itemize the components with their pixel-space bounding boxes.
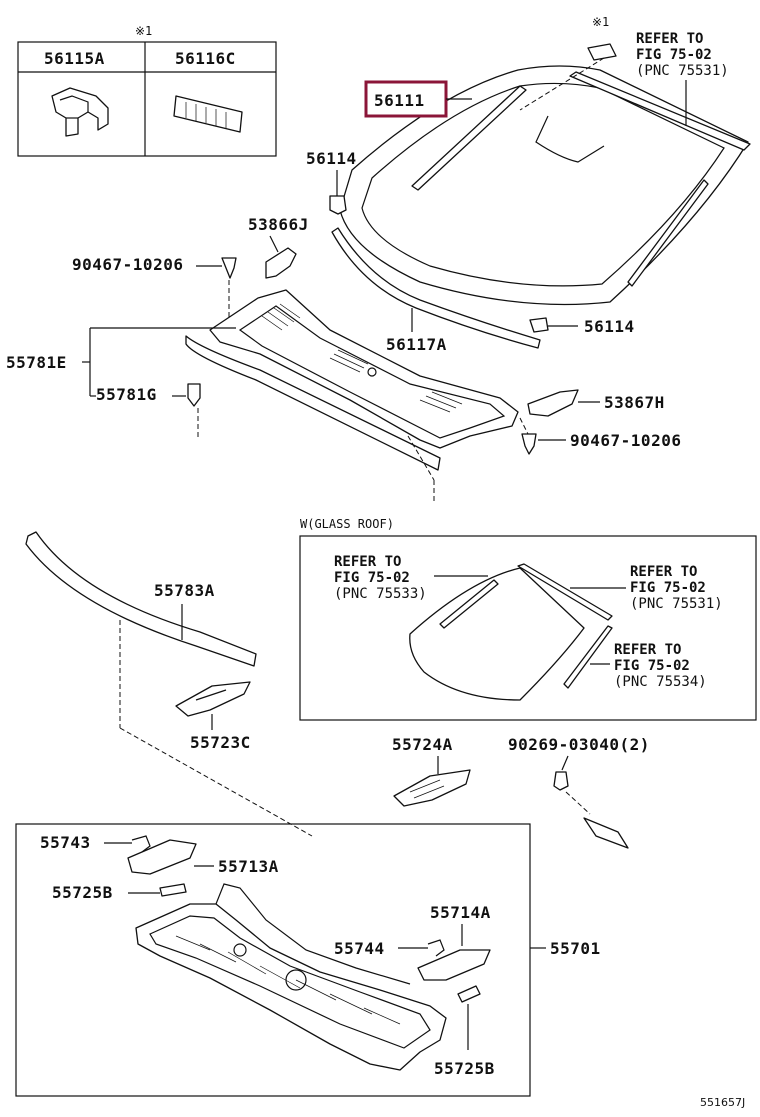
glass-roof-title: W(GLASS ROOF) [300, 517, 394, 531]
label-53866J: 53866J [248, 215, 309, 234]
label-55781E: 55781E [6, 353, 67, 372]
label-55701: 55701 [550, 939, 601, 958]
label-55744: 55744 [334, 939, 385, 958]
label-56117A: 56117A [386, 335, 447, 354]
refer-top-right-l1: REFER TO [636, 31, 703, 47]
label-55743: 55743 [40, 833, 91, 852]
refer-gr-rb-l2: FIG 75-02 [614, 658, 690, 674]
label-55713A: 55713A [218, 857, 279, 876]
refer-gr-rb-l1: REFER TO [614, 642, 681, 658]
cowl-label-group: 55781E 55781G [6, 327, 236, 404]
label-56111: 56111 [374, 91, 425, 110]
note-mark-top: ※1 [592, 15, 609, 29]
label-55725B-bottom: 55725B [434, 1059, 495, 1078]
inset-clip-box: ※1 56115A 56116C [17, 24, 277, 157]
label-55783A: 55783A [154, 581, 215, 600]
label-56115A: 56115A [44, 49, 105, 68]
refer-gr-rt-l2: FIG 75-02 [630, 580, 706, 596]
label-56116C: 56116C [175, 49, 236, 68]
clip-56114-bottom: 56114 [529, 317, 635, 336]
screw-90269: 90269-03040(2) [508, 735, 650, 849]
strip-55783A: 55783A [25, 531, 313, 837]
refer-top-right-l3: (PNC 75531) [636, 63, 729, 79]
label-56114-top: 56114 [306, 149, 357, 168]
windshield-glass-56111: ※1 [339, 15, 751, 306]
bracket-55723C: 55723C [175, 681, 251, 752]
note-mark-inset: ※1 [135, 24, 152, 38]
glass-roof-box: W(GLASS ROOF) REFER TO FIG 75-02 (PNC 75… [299, 517, 757, 721]
label-55724A: 55724A [392, 735, 453, 754]
label-53867H: 53867H [604, 393, 665, 412]
refer-gr-rt-l1: REFER TO [630, 564, 697, 580]
refer-gr-left-l3: (PNC 75533) [334, 586, 427, 602]
bracket-53867H: 53867H [527, 389, 665, 417]
bracket-53866J: 53866J [248, 215, 309, 279]
refer-top-right-l2: FIG 75-02 [636, 47, 712, 63]
bracket-55724A: 55724A [392, 735, 471, 807]
label-56114-bottom: 56114 [584, 317, 635, 336]
label-90269: 90269-03040(2) [508, 735, 650, 754]
refer-top-right: REFER TO FIG 75-02 (PNC 75531) [636, 31, 729, 126]
clip-56116C-icon [173, 95, 243, 133]
refer-gr-left-l1: REFER TO [334, 554, 401, 570]
label-90467-left: 90467-10206 [72, 255, 183, 274]
clip-90467-left: 90467-10206 [72, 255, 237, 330]
label-55714A: 55714A [430, 903, 491, 922]
label-55725B-left: 55725B [52, 883, 113, 902]
refer-gr-left-l2: FIG 75-02 [334, 570, 410, 586]
refer-gr-rt-l3: (PNC 75531) [630, 596, 723, 612]
cowl-panel-55781E [209, 289, 519, 449]
refer-gr-rb-l3: (PNC 75534) [614, 674, 707, 690]
clip-90467-right: 90467-10206 [519, 417, 681, 455]
label-55723C: 55723C [190, 733, 251, 752]
label-90467-right: 90467-10206 [570, 431, 681, 450]
dash-panel-box: 55701 55743 55713A 55725B 55714A 55744 5… [15, 823, 601, 1097]
clip-56114-top: 56114 [306, 149, 357, 215]
label-55781G: 55781G [96, 385, 157, 404]
clip-56115A-icon [51, 87, 109, 137]
label-56111-highlight: 56111 [364, 80, 472, 118]
diagram-id: 551657J [700, 1096, 745, 1109]
seal-strip-55781G [185, 335, 441, 471]
dam-strip-56117A: 56117A [331, 227, 541, 354]
